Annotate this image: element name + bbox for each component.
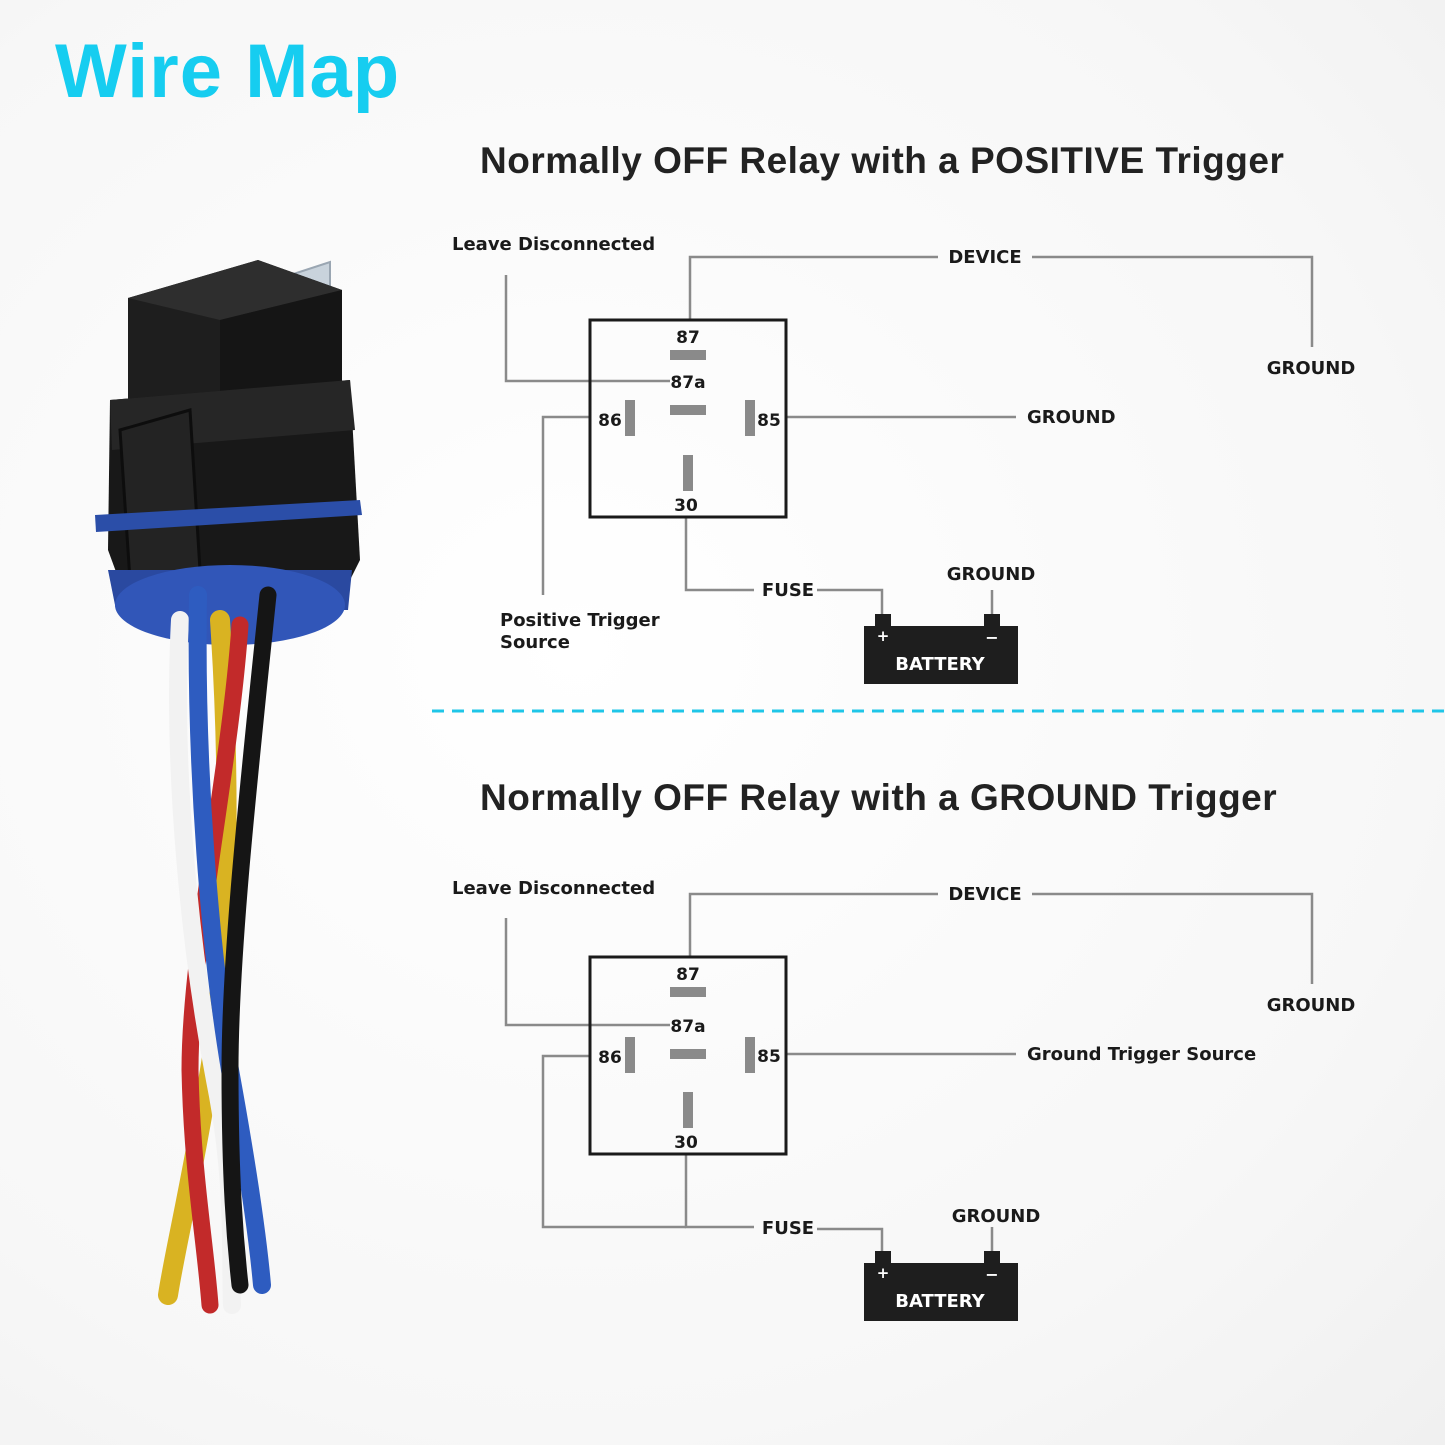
pin-86-label: 86 bbox=[598, 411, 622, 431]
terminal-85 bbox=[745, 400, 755, 436]
terminal-87a bbox=[670, 405, 706, 415]
terminal-87 bbox=[670, 350, 706, 360]
terminal-87 bbox=[670, 987, 706, 997]
relay-harness-image bbox=[95, 260, 362, 1314]
pin-87-label: 87 bbox=[676, 965, 700, 985]
leave-disconnected-label: Leave Disconnected bbox=[452, 234, 655, 255]
wire-30-to-fuse bbox=[684, 1154, 754, 1229]
terminal-86 bbox=[625, 1037, 635, 1073]
wire-fuse-to-battery bbox=[817, 1227, 884, 1252]
device-ground-label: GROUND bbox=[1267, 358, 1356, 379]
device-ground-label: GROUND bbox=[1267, 995, 1356, 1016]
wire-device-to-ground bbox=[1032, 892, 1314, 984]
ground-85-label: GROUND bbox=[1027, 407, 1116, 428]
ground-trigger-diagram: 87 87a 86 85 30 Leave Disconnected DEVIC… bbox=[452, 878, 1356, 1321]
wire-30-to-fuse bbox=[684, 517, 754, 592]
positive-trigger-title: Normally OFF Relay with a POSITIVE Trigg… bbox=[480, 140, 1285, 181]
terminal-86 bbox=[625, 400, 635, 436]
socket-clip bbox=[118, 408, 202, 582]
leave-disconnected-label: Leave Disconnected bbox=[452, 878, 655, 899]
wire-87-to-device bbox=[688, 255, 938, 320]
pin-85-label: 85 bbox=[757, 411, 781, 431]
pin-30-label: 30 bbox=[674, 1133, 698, 1153]
battery-minus: − bbox=[985, 1265, 998, 1284]
device-label: DEVICE bbox=[948, 247, 1021, 268]
device-label: DEVICE bbox=[948, 884, 1021, 905]
wire-black bbox=[221, 586, 277, 1294]
ground-trigger-source-label: Ground Trigger Source bbox=[1027, 1044, 1256, 1065]
battery-plus: + bbox=[877, 627, 890, 645]
wire-87a-to-disconnected bbox=[504, 918, 670, 1027]
pin-87a-label: 87a bbox=[670, 1017, 705, 1037]
terminal-87a bbox=[670, 1049, 706, 1059]
relay-box bbox=[588, 318, 788, 519]
wire-red bbox=[181, 616, 249, 1314]
battery-ground-label: GROUND bbox=[947, 564, 1036, 585]
pin-30-label: 30 bbox=[674, 496, 698, 516]
wire-fuse-to-battery bbox=[817, 588, 884, 615]
pin-85-label: 85 bbox=[757, 1047, 781, 1067]
pin-86-label: 86 bbox=[598, 1048, 622, 1068]
battery-label: BATTERY bbox=[895, 654, 985, 675]
relay-box bbox=[588, 955, 788, 1156]
battery-ground-label: GROUND bbox=[952, 1206, 1041, 1227]
terminal-30 bbox=[683, 1092, 693, 1128]
battery-icon: + − BATTERY bbox=[864, 1251, 1018, 1321]
terminal-30 bbox=[683, 455, 693, 491]
section-divider bbox=[432, 709, 1445, 713]
trigger-source-label: Positive Trigger bbox=[500, 610, 660, 631]
wire-87a-to-disconnected bbox=[504, 275, 670, 383]
wire-86-to-30 bbox=[541, 1054, 686, 1229]
page-title: Wire Map bbox=[55, 29, 401, 114]
battery-label: BATTERY bbox=[895, 1291, 985, 1312]
fuse-label: FUSE bbox=[762, 580, 814, 601]
pin-87a-label: 87a bbox=[670, 373, 705, 393]
positive-trigger-diagram: 87 87a 86 85 30 Leave Disconnected DEVIC… bbox=[452, 234, 1356, 684]
trigger-source-label-2: Source bbox=[500, 632, 570, 653]
pin-87-label: 87 bbox=[676, 328, 700, 348]
wire-87-to-device bbox=[688, 892, 938, 957]
battery-icon: + − BATTERY bbox=[864, 614, 1018, 684]
wire-device-to-ground bbox=[1032, 255, 1314, 347]
blue-seal bbox=[95, 500, 362, 532]
battery-plus: + bbox=[877, 1264, 890, 1282]
fuse-label: FUSE bbox=[762, 1218, 814, 1239]
ground-trigger-title: Normally OFF Relay with a GROUND Trigger bbox=[480, 777, 1278, 818]
wire-86-to-trigger bbox=[541, 415, 590, 595]
terminal-85 bbox=[745, 1037, 755, 1073]
battery-minus: − bbox=[985, 628, 998, 647]
